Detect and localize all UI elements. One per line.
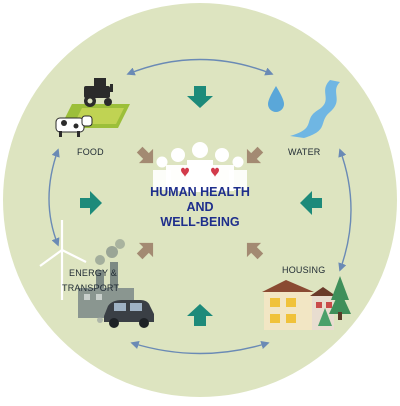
transport-label: TRANSPORT — [62, 283, 120, 293]
center-title-line3: WELL-BEING — [160, 215, 240, 229]
brown-arrow-bottom-left — [136, 242, 154, 260]
heart-icon — [181, 167, 189, 177]
food-icon — [55, 78, 130, 137]
wind-turbine-icon — [39, 220, 87, 300]
housing-label: HOUSING — [282, 265, 326, 275]
brown-arrow-bottom-right — [246, 242, 264, 260]
teal-arrow-bottom — [187, 304, 213, 326]
brown-arrow-top-right — [246, 146, 264, 164]
cycle-arrows — [48, 58, 352, 355]
housing-icon — [262, 276, 351, 330]
energy-label: ENERGY & — [69, 268, 117, 278]
energy-transport-icon — [39, 220, 154, 328]
tree-icon — [318, 308, 332, 326]
teal-arrow-top — [187, 86, 213, 108]
center-title-line2: AND — [186, 200, 214, 214]
center-title: HUMAN HEALTH AND WELL-BEING — [120, 185, 280, 230]
water-label: WATER — [288, 147, 321, 157]
teal-arrow-left — [80, 191, 102, 215]
brown-arrow-top-left — [136, 146, 154, 164]
tractor-icon — [84, 78, 113, 107]
center-title-line1: HUMAN HEALTH — [150, 185, 250, 199]
teal-arrows — [80, 86, 322, 326]
cycle-arrow-food-water — [126, 58, 274, 76]
cycle-arrow-housing-energy — [130, 340, 270, 355]
brown-arrows — [136, 146, 264, 260]
teal-arrow-right — [300, 191, 322, 215]
cycle-arrow-water-housing — [338, 148, 352, 272]
river-icon — [290, 80, 340, 138]
water-icon — [268, 80, 340, 138]
cow-icon — [55, 115, 93, 137]
food-label: FOOD — [77, 147, 104, 157]
tree-icon — [331, 276, 349, 300]
water-drop-icon — [268, 86, 284, 112]
cycle-arrow-energy-food — [48, 148, 60, 247]
heart-icon — [211, 167, 219, 177]
car-icon — [97, 300, 154, 328]
heart-icons — [181, 167, 219, 177]
